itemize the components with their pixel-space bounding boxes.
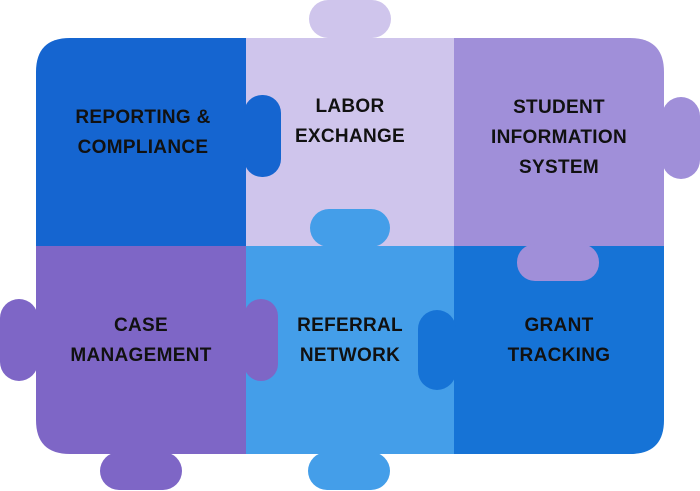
tab-referral-bottom <box>308 452 390 490</box>
piece-grant <box>454 246 664 454</box>
tab-grant-left <box>418 310 456 390</box>
tab-referral-top <box>310 209 390 247</box>
tab-case-left <box>0 299 38 381</box>
tab-reporting-right <box>244 95 281 177</box>
piece-reporting <box>36 38 246 246</box>
piece-case <box>36 246 246 454</box>
tab-case-bottom <box>100 452 182 490</box>
tab-student-right <box>662 97 700 179</box>
tab-case-right <box>244 299 278 381</box>
piece-student <box>454 38 664 246</box>
tab-labor-top <box>309 0 391 38</box>
tab-student-bottom <box>517 244 599 281</box>
